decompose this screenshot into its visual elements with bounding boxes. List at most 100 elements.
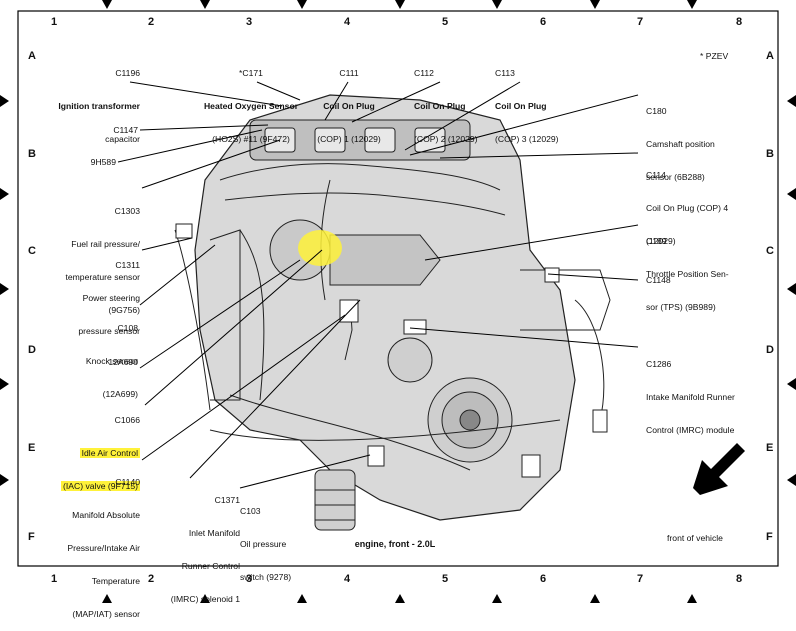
label-c1371-line3: (IMRC) solenoid 1 (170, 594, 240, 604)
grid-col-1-bottom: 1 (51, 573, 58, 585)
label-c180: C180 Camshaft position sensor (6B288) (646, 84, 756, 194)
label-c114: C114 Coil On Plug (COP) 4 (12029) (646, 148, 761, 258)
label-c1311: C1311 Power steering pressure sensor (40, 238, 140, 348)
grid-col-4-bottom: 4 (344, 573, 351, 585)
label-c1303: C1303 Fuel rail pressure/ temperature se… (40, 184, 140, 327)
label-c103-id: C103 (240, 506, 261, 516)
diagram-caption: engine, front - 2.0L (354, 539, 436, 549)
label-c1148: C1148 (646, 275, 671, 285)
label-c108: C108 Knock sensor (12A699) (40, 301, 138, 411)
grid-row-d-right: D (766, 344, 774, 356)
label-c1286-id: C1286 (646, 359, 672, 369)
label-c180-line1: Camshaft position (646, 139, 715, 149)
label-c111-line1: Coil On Plug (323, 101, 375, 111)
label-c1140: C1140 Manifold Absolute Pressure/Intake … (40, 455, 140, 631)
label-c1286-line2: Control (IMRC) module (646, 425, 735, 435)
label-c171: *C171 Heated Oxygen Sensor (HO2S) #11 (9… (186, 46, 316, 156)
label-c113: C113 Coil On Plug (COP) 3 (12029) (495, 46, 575, 156)
label-c1371: C1371 Inlet Manifold Runner Control (IMR… (140, 473, 240, 616)
label-c180-id: C180 (646, 106, 667, 116)
grid-row-c: C (28, 245, 36, 257)
label-c1303-line2: temperature sensor (65, 272, 140, 282)
grid-col-5: 5 (442, 16, 449, 28)
grid-row-f: F (28, 531, 35, 543)
label-c112-id: C112 (414, 68, 434, 78)
label-c1303-id: C1303 (114, 206, 140, 216)
label-12a690: 12A690 (108, 357, 138, 367)
label-c1066: C1066 Idle Air Control (IAC) valve (9F71… (40, 393, 140, 503)
grid-col-4: 4 (344, 16, 351, 28)
label-c1196-line2: capacitor (105, 134, 140, 144)
grid-row-d: D (28, 344, 36, 356)
label-c1066-line2: (IAC) valve (9F715) (61, 481, 140, 491)
label-c103: C103 Oil pressure switch (9278) (240, 484, 320, 594)
label-c1311-line1: Power steering (82, 293, 140, 303)
leader-lines (117, 81, 639, 489)
grid-col-7: 7 (637, 16, 644, 28)
label-c180-line2: sensor (6B288) (646, 172, 705, 182)
label-c171-line1: Heated Oxygen Sensor (203, 101, 299, 111)
grid-col-2: 2 (148, 16, 155, 28)
label-c1196-line1: Ignition transformer (58, 101, 140, 111)
engine-details (174, 119, 611, 531)
label-c103-line2: switch (9278) (240, 572, 292, 582)
engine-diagram (0, 0, 796, 603)
label-c113-line2: (COP) 3 (12029) (495, 134, 559, 144)
grid-col-5-bottom: 5 (442, 573, 449, 585)
label-c1303-line1: Fuel rail pressure/ (71, 239, 140, 249)
label-c1140-id: C1140 (115, 477, 140, 487)
grid-col-6-bottom: 6 (540, 573, 547, 585)
grid-col-1: 1 (51, 16, 58, 28)
label-9h589: 9H589 (90, 157, 116, 167)
grid-row-b-right: B (766, 148, 774, 160)
label-c171-id: *C171 (239, 68, 263, 78)
grid-col-8: 8 (736, 16, 743, 28)
label-c1066-id: C1066 (114, 415, 140, 425)
label-c108-id: C108 (117, 323, 138, 333)
label-c1311-id: C1311 (115, 260, 140, 270)
label-c112-line1: Coil On Plug (414, 101, 466, 111)
front-arrow (693, 443, 745, 495)
grid-col-6: 6 (540, 16, 547, 28)
grid-col-3: 3 (246, 16, 253, 28)
label-c1196: C1196 Ignition transformer capacitor (52, 46, 140, 156)
label-c108-line1: Knock sensor (85, 356, 138, 366)
label-c114-line1: Coil On Plug (COP) 4 (646, 203, 729, 213)
label-c189-id: C189 (646, 236, 667, 246)
label-c112: C112 Coil On Plug (COP) 2 (12029) (414, 46, 492, 156)
label-c114-id: C114 (646, 170, 666, 180)
grid-row-b: B (28, 148, 36, 160)
label-c103-line1: Oil pressure (240, 539, 287, 549)
grid-row-a: A (28, 50, 36, 62)
label-c1140-line3: Temperature (91, 576, 140, 586)
grid-row-e: E (28, 442, 36, 454)
label-c1140-line4: (MAP/IAT) sensor (72, 609, 140, 619)
label-c1066-line1: Idle Air Control (79, 448, 140, 458)
iac-valve-highlight (298, 230, 342, 266)
label-c108-line2: (12A699) (102, 389, 138, 399)
label-c189-line1: Throttle Position Sen- (646, 269, 729, 279)
grid-row-f-right: F (766, 531, 773, 543)
label-c1140-line2: Pressure/Intake Air (67, 543, 140, 553)
label-c111-id: C111 (339, 68, 359, 78)
label-c1140-line1: Manifold Absolute (72, 510, 140, 520)
label-c113-id: C113 (495, 68, 515, 78)
grid-row-c-right: C (766, 245, 774, 257)
label-c1303-line3: (9G756) (108, 305, 140, 315)
label-c189: C189 Throttle Position Sen- sor (TPS) (9… (646, 214, 761, 324)
grid-row-a-right: A (766, 50, 774, 62)
label-c1311-line2: pressure sensor (78, 326, 140, 336)
label-c111: C111 Coil On Plug (COP) 1 (12029) (313, 46, 385, 156)
label-c1371-id: C1371 (214, 495, 240, 505)
label-c1147: C1147 (113, 125, 138, 135)
grid-col-3-bottom: 3 (246, 573, 253, 585)
pzev-note: * PZEV (700, 51, 729, 61)
label-c1371-line1: Inlet Manifold (188, 528, 240, 538)
grid-col-8-bottom: 8 (736, 573, 743, 585)
label-c1286-line1: Intake Manifold Runner (646, 392, 735, 402)
label-c114-line2: (12029) (646, 236, 676, 246)
label-c171-line2: (HO2S) #11 (9F472) (212, 134, 290, 144)
grid-col-7-bottom: 7 (637, 573, 644, 585)
label-c1371-line2: Runner Control (181, 561, 240, 571)
front-of-vehicle-label: front of vehicle (667, 533, 723, 543)
